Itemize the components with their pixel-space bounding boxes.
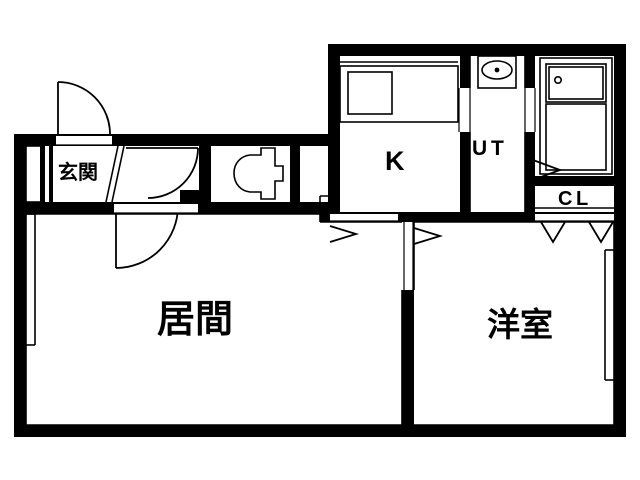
room-label-closet: CL [558, 188, 592, 210]
toilet-fixture [233, 147, 284, 200]
vanity-drain-icon [553, 76, 562, 85]
room-label-bedroom: 洋室 [487, 305, 553, 344]
entrance-threshold-gap [56, 136, 112, 145]
bath-door-marker [532, 159, 563, 181]
door-openings [57, 81, 614, 269]
hall-door-gap [114, 204, 198, 213]
utility-door-gap-right [524, 88, 536, 132]
wall-entry-left [14, 134, 26, 214]
bath-vanity-inner [548, 66, 604, 100]
wall-living-left [14, 202, 26, 437]
room-label-kitchen: K [385, 146, 410, 176]
wall-toilet-door-stub [180, 190, 200, 202]
room-label-genkan: 玄関 [58, 160, 98, 184]
wall-genkan-step [49, 146, 53, 202]
wall-genkan-partition [40, 146, 45, 202]
wall-toilet-right [290, 146, 300, 202]
genkan-step-diagonal-2 [111, 145, 125, 203]
opening-jambs [56, 88, 614, 290]
kitchen-sink-fixture [347, 71, 393, 115]
kitchen-sliding-door-marker [329, 225, 360, 243]
hall-swing-door-arc [115, 205, 179, 269]
kitchen-opening-gap [330, 214, 398, 221]
kitchen-counter [339, 65, 459, 123]
wall-structure [14, 44, 626, 437]
opening-gaps [56, 88, 614, 290]
wall-top-right [328, 44, 626, 56]
wall-kitchen-ut-divider-lower [460, 132, 470, 222]
bathtub-fixture [545, 103, 607, 171]
washer-drain-dot [494, 67, 500, 73]
genkan-inner-swing-door-arc [147, 147, 199, 199]
genkan-step-diagonal-1 [105, 145, 119, 203]
utility-door-gap-left [459, 88, 471, 132]
wall-living-bedroom-divider-top [402, 212, 414, 222]
room-label-utility: UT [472, 137, 508, 160]
closet-folding-door-left [540, 221, 566, 244]
bedroom-door-marker [413, 227, 444, 245]
entrance-swing-door-arc [57, 81, 111, 135]
room-label-living: 居間 [157, 297, 234, 341]
bath-unit-outline [539, 57, 613, 175]
washer-pan-box [477, 55, 517, 89]
wall-bath-cl-divider [525, 176, 626, 186]
closet-folding-door-right [588, 221, 614, 244]
wall-bottom [14, 425, 626, 437]
wall-living-bedroom-divider [402, 290, 414, 437]
washing-machine-pan [481, 60, 513, 80]
fixture-linework [25, 55, 615, 426]
wall-kitchen-ut-divider [460, 56, 470, 88]
bath-vanity-fixture [545, 63, 607, 103]
wall-toilet-left [199, 146, 211, 202]
bedroom-doorway-gap [404, 222, 413, 290]
closet-door-gap [535, 214, 614, 221]
wall-right [614, 44, 626, 437]
wall-kitchen-left [328, 44, 340, 216]
wall-ut-bath-divider [525, 56, 535, 88]
